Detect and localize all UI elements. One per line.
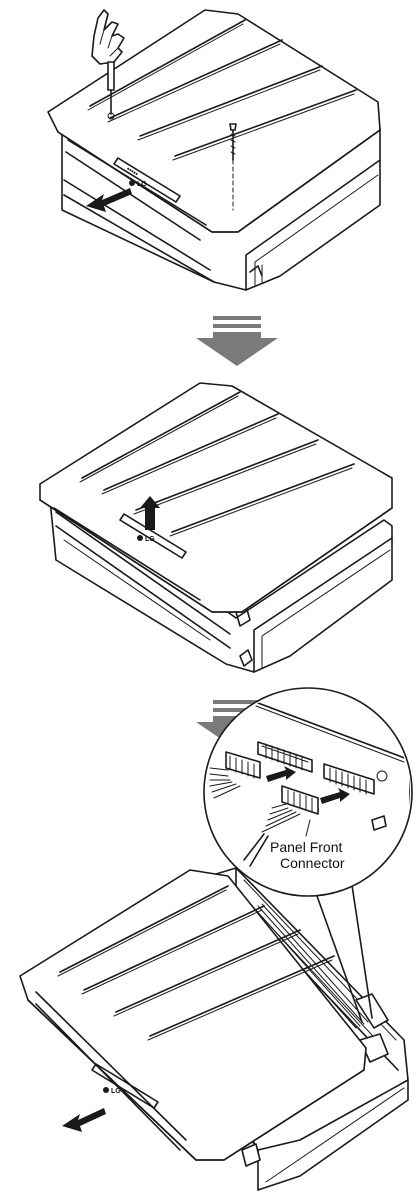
- step-2-device: LG: [39, 382, 393, 673]
- direction-arrow-icon: [86, 188, 132, 212]
- brand-logo-3: LG: [103, 1087, 121, 1095]
- svg-text:LG: LG: [145, 536, 155, 543]
- step-3-device: LG: [19, 867, 409, 1191]
- hand-with-screwdriver-icon: [91, 9, 125, 120]
- svg-text:LG: LG: [137, 181, 147, 188]
- step-down-arrow-icon: [196, 316, 278, 366]
- plug-upper: [209, 751, 261, 799]
- board-socket-upper: [257, 741, 313, 773]
- panel-front-connector-label: Panel Front Connector: [270, 839, 345, 871]
- brand-logo-2: LG: [137, 535, 155, 543]
- brand-logo: LG: [129, 180, 147, 188]
- connector-callout: Panel Front Connector: [203, 687, 413, 1023]
- step-1-device: ▪▪▪▪▪ LG: [47, 9, 381, 291]
- direction-arrow-icon: [140, 496, 160, 530]
- svg-text:Panel Front: Panel Front: [270, 839, 342, 855]
- direction-arrow-icon: [62, 1108, 106, 1132]
- svg-text:LG: LG: [111, 1088, 121, 1095]
- svg-text:Connector: Connector: [280, 855, 345, 871]
- plug-lower: [243, 785, 319, 867]
- board-socket-lower: [323, 763, 375, 795]
- screw-icon: [229, 123, 237, 211]
